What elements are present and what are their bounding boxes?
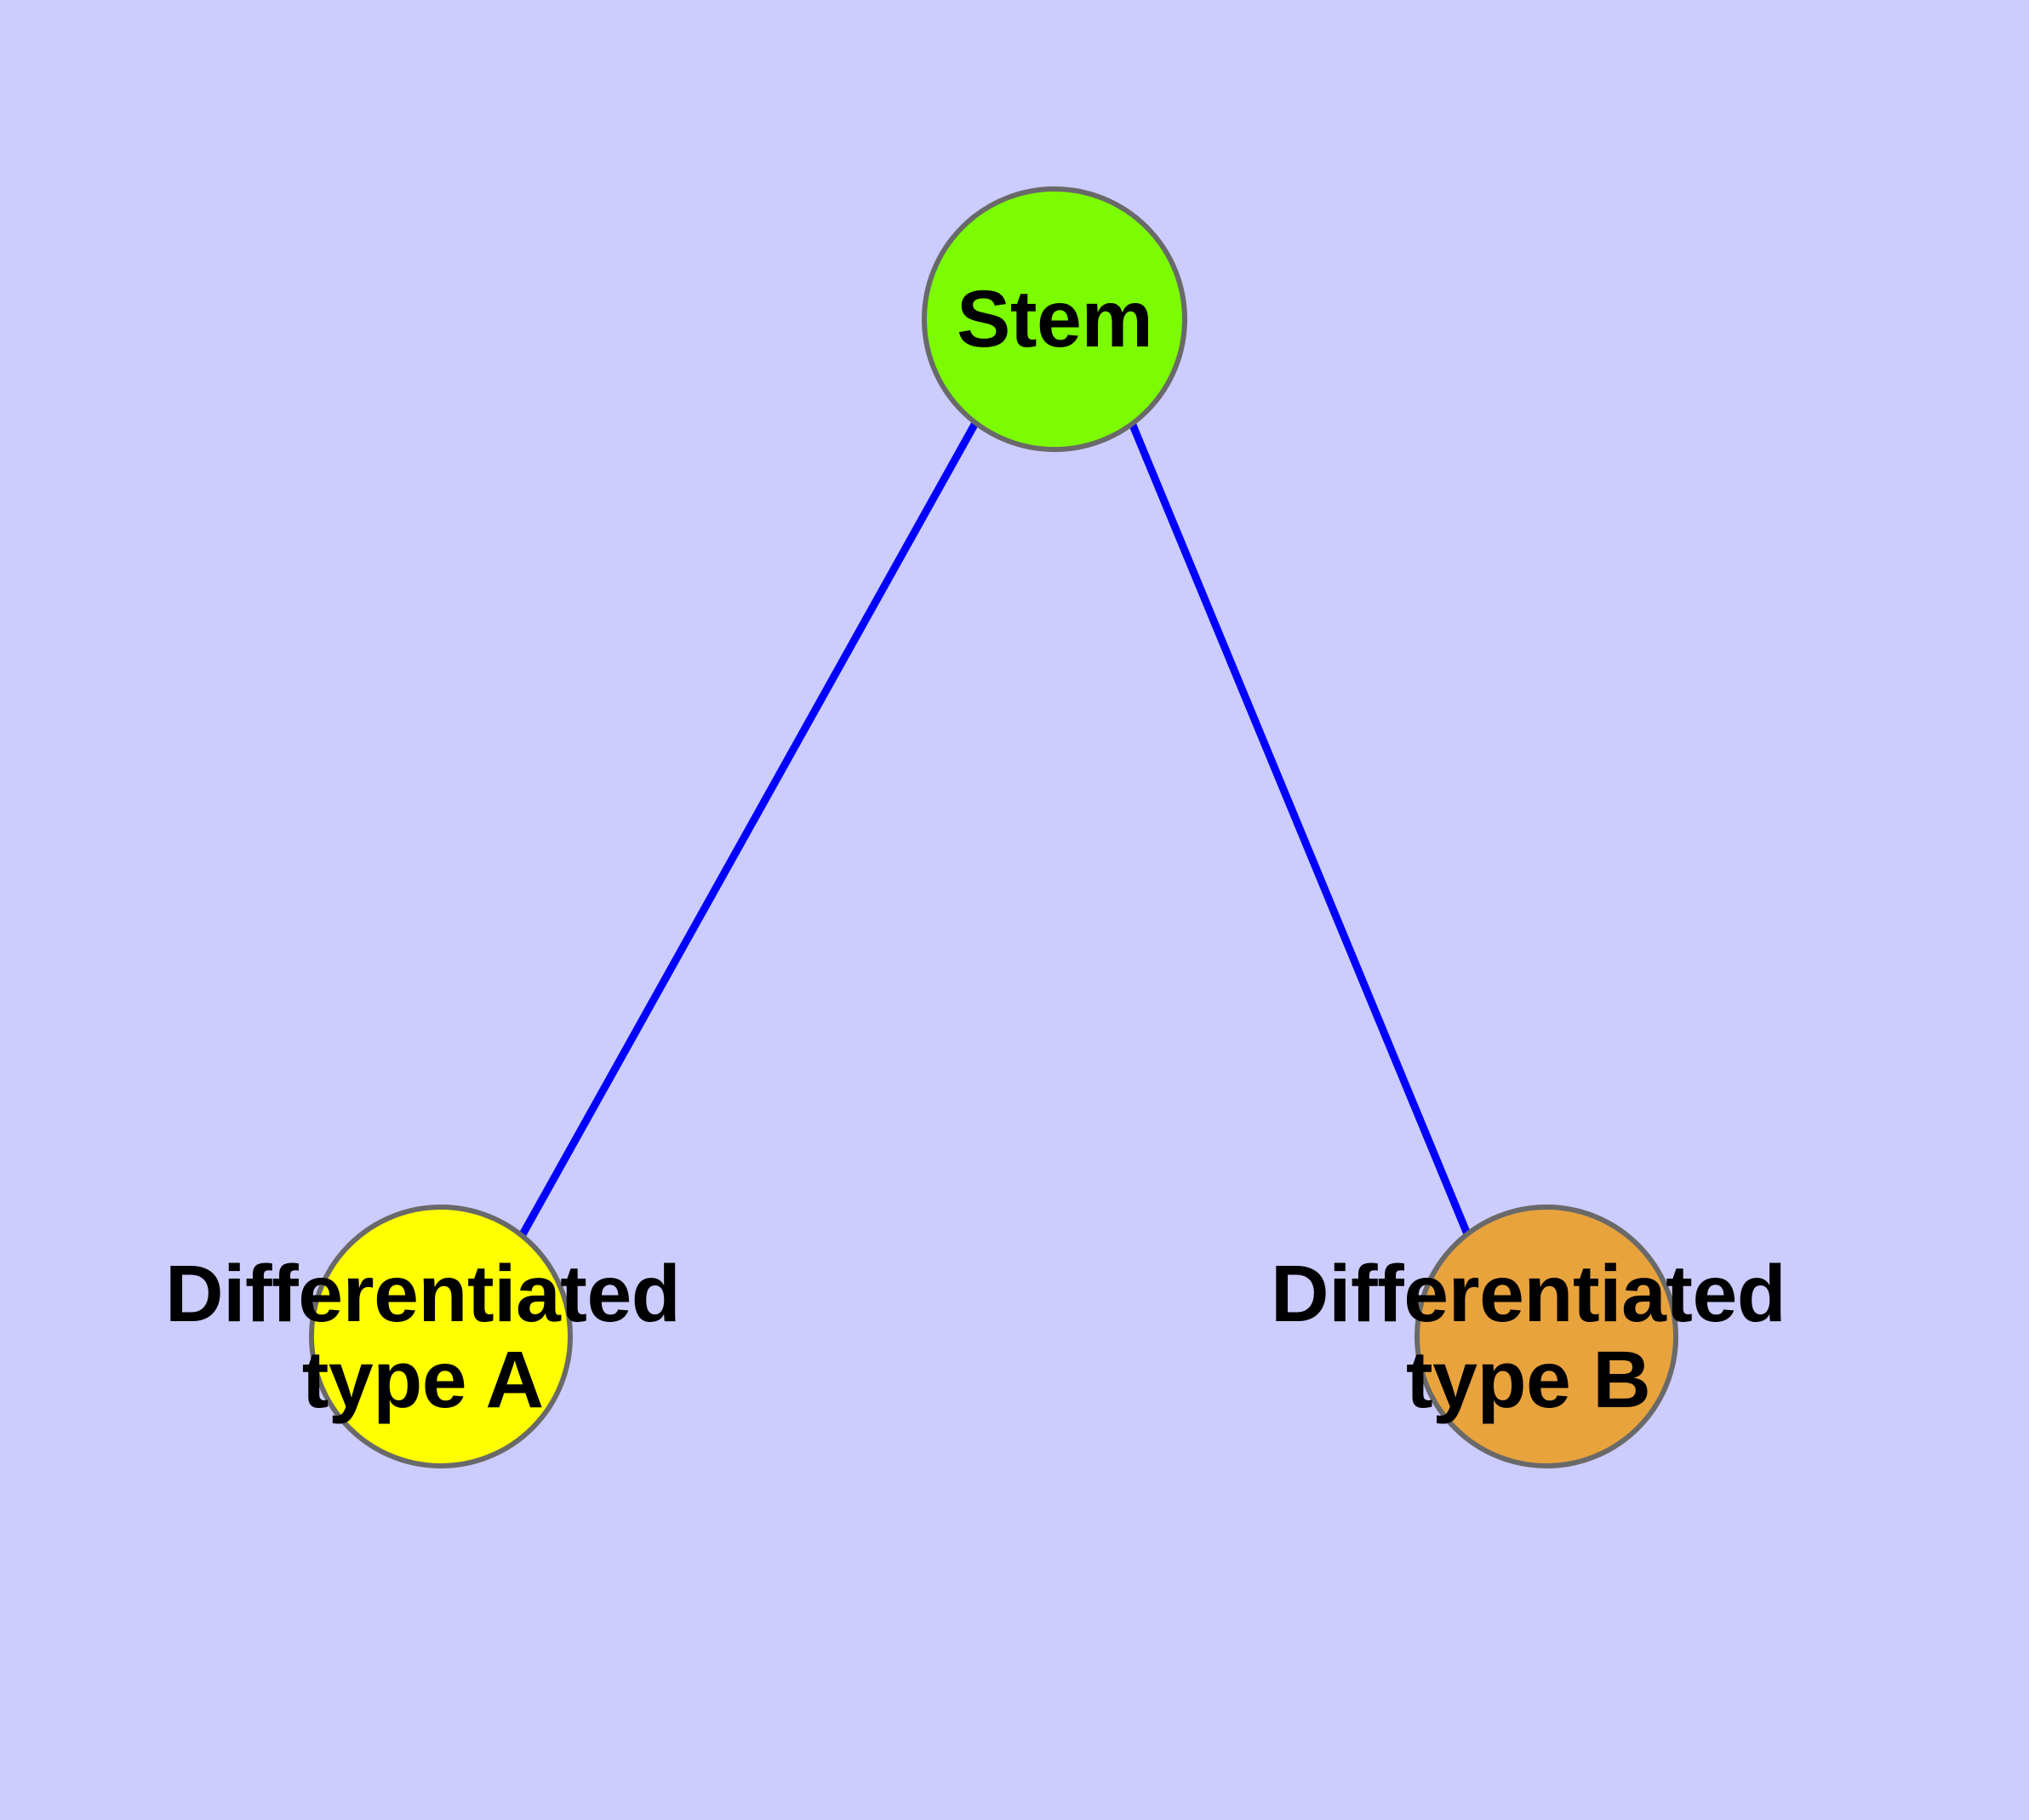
graph-node-diff-b[interactable] [1415,1205,1678,1468]
nodes-layer [309,186,1678,1468]
graph-edge-stem-to-diff-b[interactable] [1128,421,1472,1238]
edges-layer [518,421,1472,1239]
graph-edge-stem-to-diff-a[interactable] [518,421,979,1239]
graph-node-diff-a[interactable] [309,1205,573,1468]
graph-node-stem[interactable] [922,186,1187,452]
